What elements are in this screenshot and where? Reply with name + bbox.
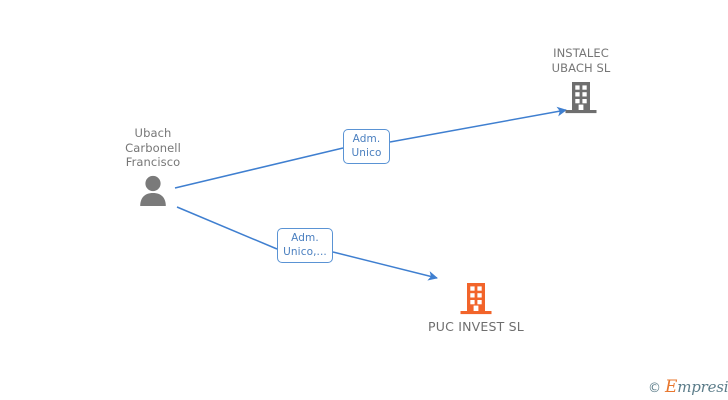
edge-segment-left bbox=[176, 206, 278, 250]
person-icon-wrap bbox=[103, 174, 203, 206]
building-icon[interactable] bbox=[564, 80, 598, 114]
watermark-empresia: © Empresia bbox=[648, 379, 728, 396]
company-icon-wrap bbox=[406, 281, 546, 315]
brand-initial: E bbox=[665, 377, 678, 397]
company-name-label: INSTALEC UBACH SL bbox=[551, 46, 611, 75]
person-name-label: Ubach Carbonell Francisco bbox=[125, 126, 181, 169]
edge-segment-right-arrow bbox=[389, 106, 567, 143]
edge-label-adm-unico-more[interactable]: Adm. Unico,... bbox=[277, 228, 333, 263]
edge-segment-left bbox=[174, 147, 344, 189]
brand-rest: mpresia bbox=[677, 378, 728, 396]
edge-to-instalec bbox=[174, 106, 567, 189]
company-icon-wrap bbox=[511, 80, 651, 114]
copyright-symbol: © bbox=[648, 381, 661, 396]
company-name-label: PUC INVEST SL bbox=[428, 319, 524, 334]
node-person-ubach-carbonell-francisco[interactable]: Ubach Carbonell Francisco bbox=[103, 126, 203, 206]
edge-label-adm-unico[interactable]: Adm. Unico bbox=[343, 129, 390, 164]
brand-wordmark: Empresia bbox=[665, 379, 728, 396]
node-company-instalec-ubach-sl[interactable]: INSTALEC UBACH SL bbox=[511, 46, 651, 114]
building-icon[interactable] bbox=[459, 281, 493, 315]
edge-to-puc-invest bbox=[176, 206, 438, 281]
node-company-puc-invest-sl[interactable]: PUC INVEST SL bbox=[406, 281, 546, 335]
edge-segment-right-arrow bbox=[332, 251, 438, 281]
person-icon[interactable] bbox=[136, 174, 170, 206]
